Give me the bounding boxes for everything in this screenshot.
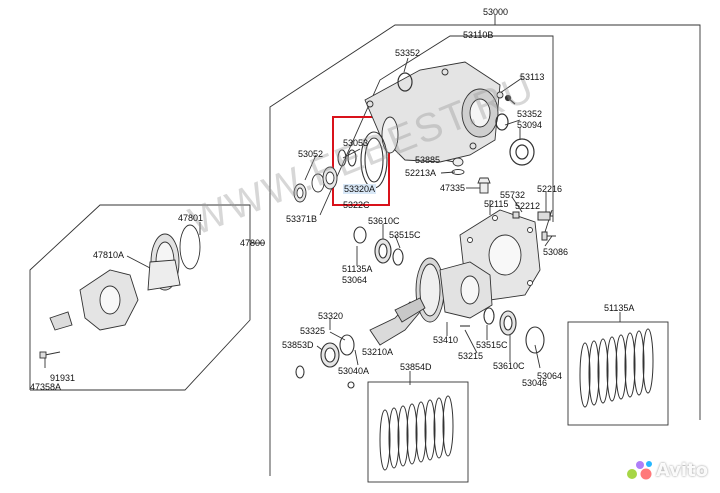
label-5322C: 5322C (343, 200, 370, 210)
label-53064-mid: 53064 (342, 275, 368, 285)
label-51135A-right: 51135A (604, 303, 635, 313)
label-53854D: 53854D (400, 362, 432, 372)
label-52212: 52212 (515, 201, 541, 211)
label-53113: 53113 (520, 72, 545, 82)
label-53853D: 53853D (282, 340, 314, 350)
label-47358A: 47358A (30, 382, 62, 392)
label-53610C-top: 53610C (368, 216, 400, 226)
label-47335: 47335 (440, 183, 466, 193)
label-53110B: 53110B (463, 30, 494, 40)
label-53885: 53885 (415, 155, 441, 165)
label-91931: 91931 (50, 373, 76, 383)
label-53352-right: 53352 (517, 109, 543, 119)
label-53515C-top: 53515C (389, 230, 421, 240)
label-53352-top: 53352 (395, 48, 421, 58)
label-52216: 52216 (537, 184, 563, 194)
label-52213A: 52213A (405, 168, 437, 178)
label-53610C-bottom: 53610C (493, 361, 525, 371)
label-53064-bottom: 53064 (537, 371, 563, 381)
assembly-outline-53000 (269, 24, 701, 476)
avito-wordmark: Avito (655, 459, 708, 481)
label-53371B: 53371B (286, 214, 318, 224)
assembly-outline-47800 (29, 204, 251, 391)
label-53215: 53215 (458, 351, 484, 361)
label-47800: 47800 (240, 238, 266, 248)
label-53040A: 53040A (338, 366, 370, 376)
label-47801: 47801 (178, 213, 204, 223)
label-55732: 55732 (500, 190, 526, 200)
label-53052: 53052 (298, 149, 324, 159)
label-53000: 53000 (483, 7, 509, 17)
label-52115: 52115 (484, 199, 509, 209)
label-53410: 53410 (433, 335, 459, 345)
assembly-outline-53110B (319, 35, 554, 222)
label-53320: 53320 (318, 311, 344, 321)
label-53210A: 53210A (362, 347, 394, 357)
label-47810A: 47810A (93, 250, 125, 260)
label-53086: 53086 (543, 247, 569, 257)
avito-logo: Avito (626, 459, 708, 481)
label-53046: 53046 (522, 378, 548, 388)
avito-dots-icon (626, 461, 652, 480)
label-53515C-bottom: 53515C (476, 340, 508, 350)
label-53094: 53094 (517, 120, 543, 130)
label-51135A-mid: 51135A (342, 264, 373, 274)
label-53320A: 53320A (343, 184, 377, 194)
label-53325: 53325 (300, 326, 326, 336)
label-53053: 53053 (343, 138, 369, 148)
